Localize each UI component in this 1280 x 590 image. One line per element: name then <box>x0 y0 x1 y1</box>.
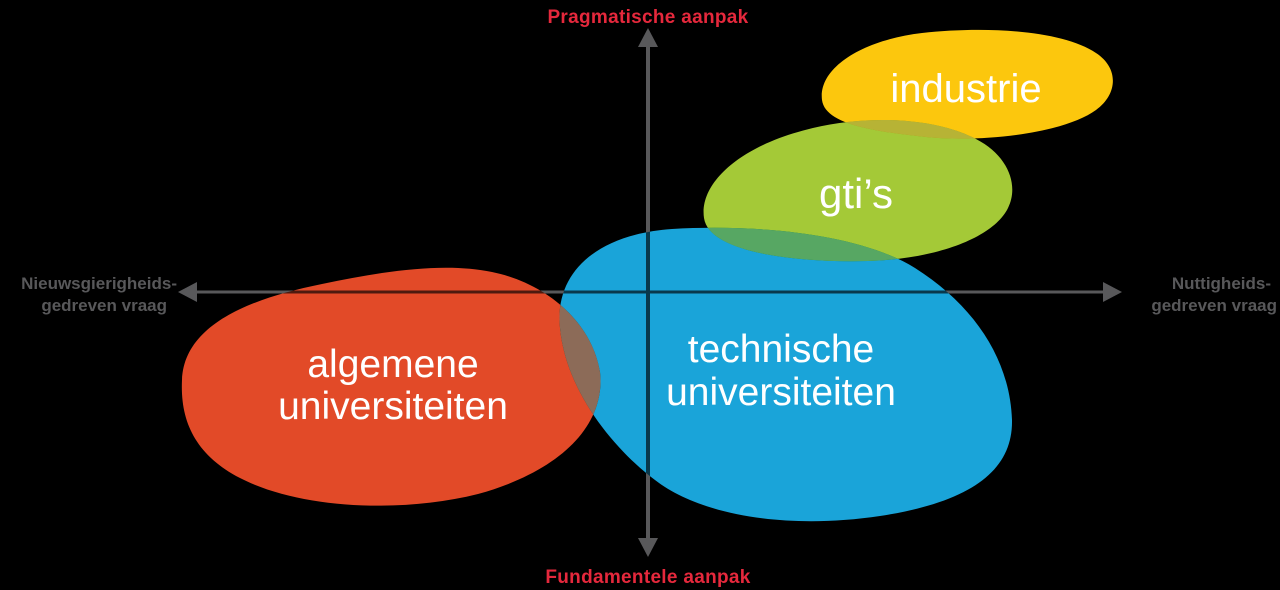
diagram-canvas <box>178 28 1122 557</box>
label-algemene-line2: universiteiten <box>278 385 508 428</box>
arrowhead-right-icon <box>1103 282 1122 302</box>
right-axis-label-line1: Nuttigheids- <box>1172 274 1271 293</box>
left-axis-label-line2: gedreven vraag <box>41 296 167 315</box>
label-industrie: industrie <box>890 67 1041 111</box>
label-technische-line1: technische <box>688 328 874 371</box>
arrowhead-left-icon <box>178 282 197 302</box>
arrowhead-down-icon <box>638 538 658 557</box>
label-algemene-line1: algemene <box>307 343 478 386</box>
label-gtis: gti’s <box>819 170 893 217</box>
bottom-axis-label: Fundamentele aanpak <box>545 567 750 588</box>
left-axis-label-line1: Nieuwsgierigheids- <box>21 274 177 293</box>
top-axis-label: Pragmatische aanpak <box>547 7 748 28</box>
label-technische-line2: universiteiten <box>666 371 896 414</box>
right-axis-label-line2: gedreven vraag <box>1151 296 1277 315</box>
arrowhead-up-icon <box>638 28 658 47</box>
